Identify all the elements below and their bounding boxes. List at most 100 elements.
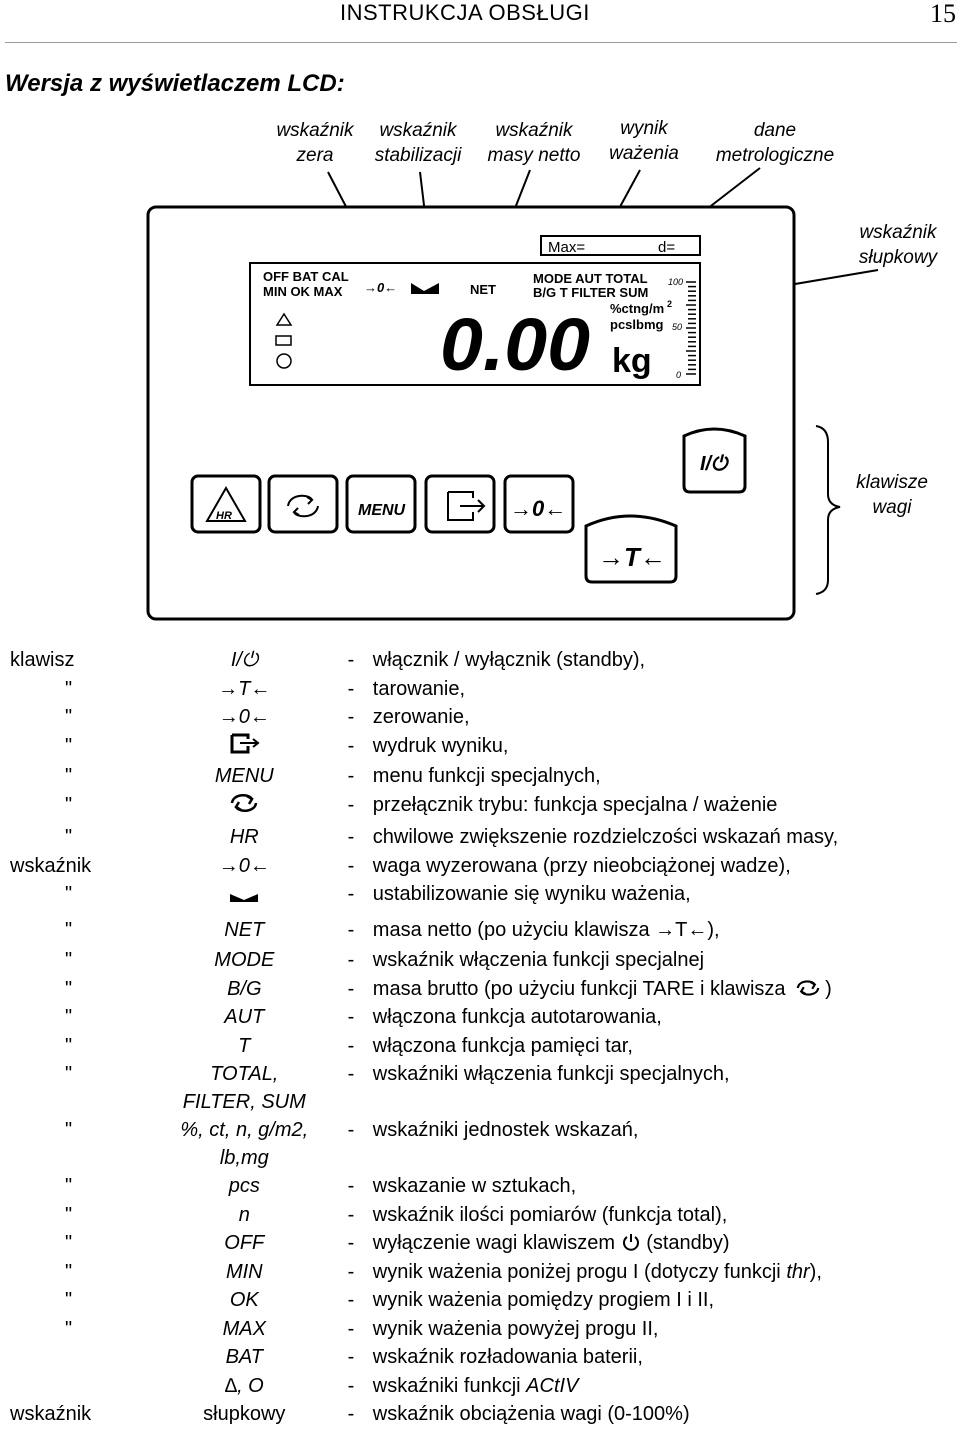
legend-category: " xyxy=(65,1232,73,1254)
legend-symbol: B/G xyxy=(227,977,262,1000)
key-menu[interactable]: MENU xyxy=(345,474,417,534)
lcd-units-sup: 2 xyxy=(667,299,672,309)
legend-dash: - xyxy=(347,1317,355,1340)
legend-row: " B/G -masa brutto (po użyciu funkcji TARE… xyxy=(0,975,960,1004)
power-icon xyxy=(622,1234,639,1251)
legend-symbol: →T← xyxy=(218,677,271,700)
page-number: 15 xyxy=(930,0,956,28)
legend-row: "→T←-tarowanie, xyxy=(0,675,960,704)
legend-row: "MAX-wynik ważenia powyżej progu II, xyxy=(0,1315,960,1344)
legend-row: "-wydruk wyniku, xyxy=(0,732,960,763)
legend-dash: - xyxy=(347,1232,355,1254)
legend-dash: - xyxy=(347,1063,355,1085)
svg-text:MENU: MENU xyxy=(358,502,406,519)
legend-description: wskaźnik obciążenia wagi (0-100%) xyxy=(372,1403,690,1425)
legend-symbol: →0← xyxy=(218,854,270,877)
key-hr[interactable]: HR xyxy=(190,474,262,534)
lcd-net-indicator: NET xyxy=(470,282,496,297)
legend-category: " xyxy=(65,949,73,971)
stability-icon xyxy=(411,283,439,294)
legend-symbol: ∆, O xyxy=(224,1374,264,1397)
legend-description: włączona funkcja pamięci tar, xyxy=(372,1034,633,1057)
legend-row: "%, ct, n, g/m2,lb,mg-wskaźniki jednoste… xyxy=(0,1116,960,1172)
legend-dash: - xyxy=(347,1034,355,1057)
legend-description: wskaźnik rozładowania baterii, xyxy=(372,1346,643,1368)
metrology-plate xyxy=(540,235,701,256)
legend-symbol: n xyxy=(238,1203,250,1226)
legend-description: wskaźniki funkcji ACtIV xyxy=(372,1374,579,1397)
legend-symbol xyxy=(160,791,329,824)
legend-description: tarowanie, xyxy=(372,677,466,700)
legend-row: "MIN-wynik ważenia poniżej progu I (doty… xyxy=(0,1258,960,1287)
legend-row: "→0←-zerowanie, xyxy=(0,703,960,732)
legend-row: "HR-chwilowe zwiększenie rozdzielczości … xyxy=(0,823,960,852)
legend-row: "-przełącznik trybu: funkcja specjalna /… xyxy=(0,791,960,824)
legend-category: " xyxy=(65,1260,73,1283)
legend-category: wskaźnik xyxy=(10,1403,92,1425)
legend-dash: - xyxy=(347,826,355,848)
legend-symbol: OK xyxy=(229,1289,259,1311)
mode-switch-icon xyxy=(231,793,258,812)
legend-category: " xyxy=(65,977,73,1000)
legend-dash: - xyxy=(347,1203,355,1226)
legend-symbol: NET xyxy=(224,919,265,941)
d-label: d= xyxy=(658,239,675,256)
legend-description: masa brutto (po użyciu funkcji TARE i kl… xyxy=(372,977,832,1000)
legend-symbol: MODE xyxy=(214,949,275,971)
lcd-unit: kg xyxy=(612,342,652,380)
legend-row: wskaźnik→0←-waga wyzerowana (przy nieobc… xyxy=(0,852,960,881)
legend-dash: - xyxy=(347,1374,355,1397)
key-on-off[interactable]: I/⏻ xyxy=(682,427,747,494)
lcd-bg-row: B/G T FILTER SUM xyxy=(533,285,648,300)
legend-dash: - xyxy=(347,706,355,728)
legend-category: klawisz xyxy=(10,649,75,671)
legend-row: "-ustabilizowanie się wyniku ważenia, xyxy=(0,880,960,916)
section-title: Wersja z wyświetlaczem LCD: xyxy=(5,70,345,97)
print-icon xyxy=(230,733,260,753)
legend-category: " xyxy=(65,1006,73,1028)
legend-category: " xyxy=(65,883,73,905)
legend-category: wskaźnik xyxy=(10,854,92,877)
legend-symbol: MIN xyxy=(225,1260,263,1283)
legend-dash: - xyxy=(347,734,355,757)
legend-dash: - xyxy=(347,977,355,1000)
legend-row: "TOTAL,FILTER, SUM-wskaźniki włączenia f… xyxy=(0,1060,960,1116)
legend-dash: - xyxy=(347,793,355,816)
legend-row: "NET-masa netto (po użyciu klawisza →T←)… xyxy=(0,916,960,946)
square-icon xyxy=(275,335,292,346)
legend-category: " xyxy=(65,1119,73,1141)
key-mode-switch[interactable] xyxy=(267,474,339,534)
svg-text:HR: HR xyxy=(216,510,232,522)
legend-row: wskaźnik słupkowy -wskaźnik obciążenia wag… xyxy=(0,1400,960,1429)
stability-icon xyxy=(230,894,259,902)
legend-category: " xyxy=(65,706,73,728)
legend-symbol: słupkowy xyxy=(203,1403,286,1425)
lcd-display xyxy=(249,262,701,386)
legend-dash: - xyxy=(347,649,355,671)
key-print[interactable] xyxy=(424,474,496,534)
lcd-units-row2: pcslbmg xyxy=(610,317,664,332)
legend-description: waga wyzerowana (przy nieobciążonej wadz… xyxy=(372,854,791,877)
legend-dash: - xyxy=(347,1403,355,1425)
legend-category: " xyxy=(65,1034,73,1057)
legend-symbol: I/⏻ xyxy=(230,649,258,671)
legend-description: wskaźniki jednostek wskazań, xyxy=(372,1119,639,1141)
legend-category xyxy=(0,1343,160,1372)
key-zero[interactable]: →0← xyxy=(503,474,575,534)
lcd-row-off-bat-cal: OFF BAT CAL xyxy=(263,269,349,284)
legend-category: " xyxy=(65,1063,73,1085)
legend-symbol: BAT xyxy=(225,1346,263,1368)
bar-label-50: 50 xyxy=(672,322,682,332)
legend-description: wskaźniki włączenia funkcji specjalnych, xyxy=(372,1063,730,1085)
legend-dash: - xyxy=(347,1289,355,1311)
legend-symbol: HR xyxy=(229,826,259,848)
legend-dash: - xyxy=(347,765,355,787)
legend-symbol xyxy=(160,880,329,916)
lcd-zero-indicator: →0← xyxy=(364,280,397,295)
key-tare[interactable]: →T← xyxy=(584,514,678,584)
mode-switch-icon xyxy=(287,494,314,507)
